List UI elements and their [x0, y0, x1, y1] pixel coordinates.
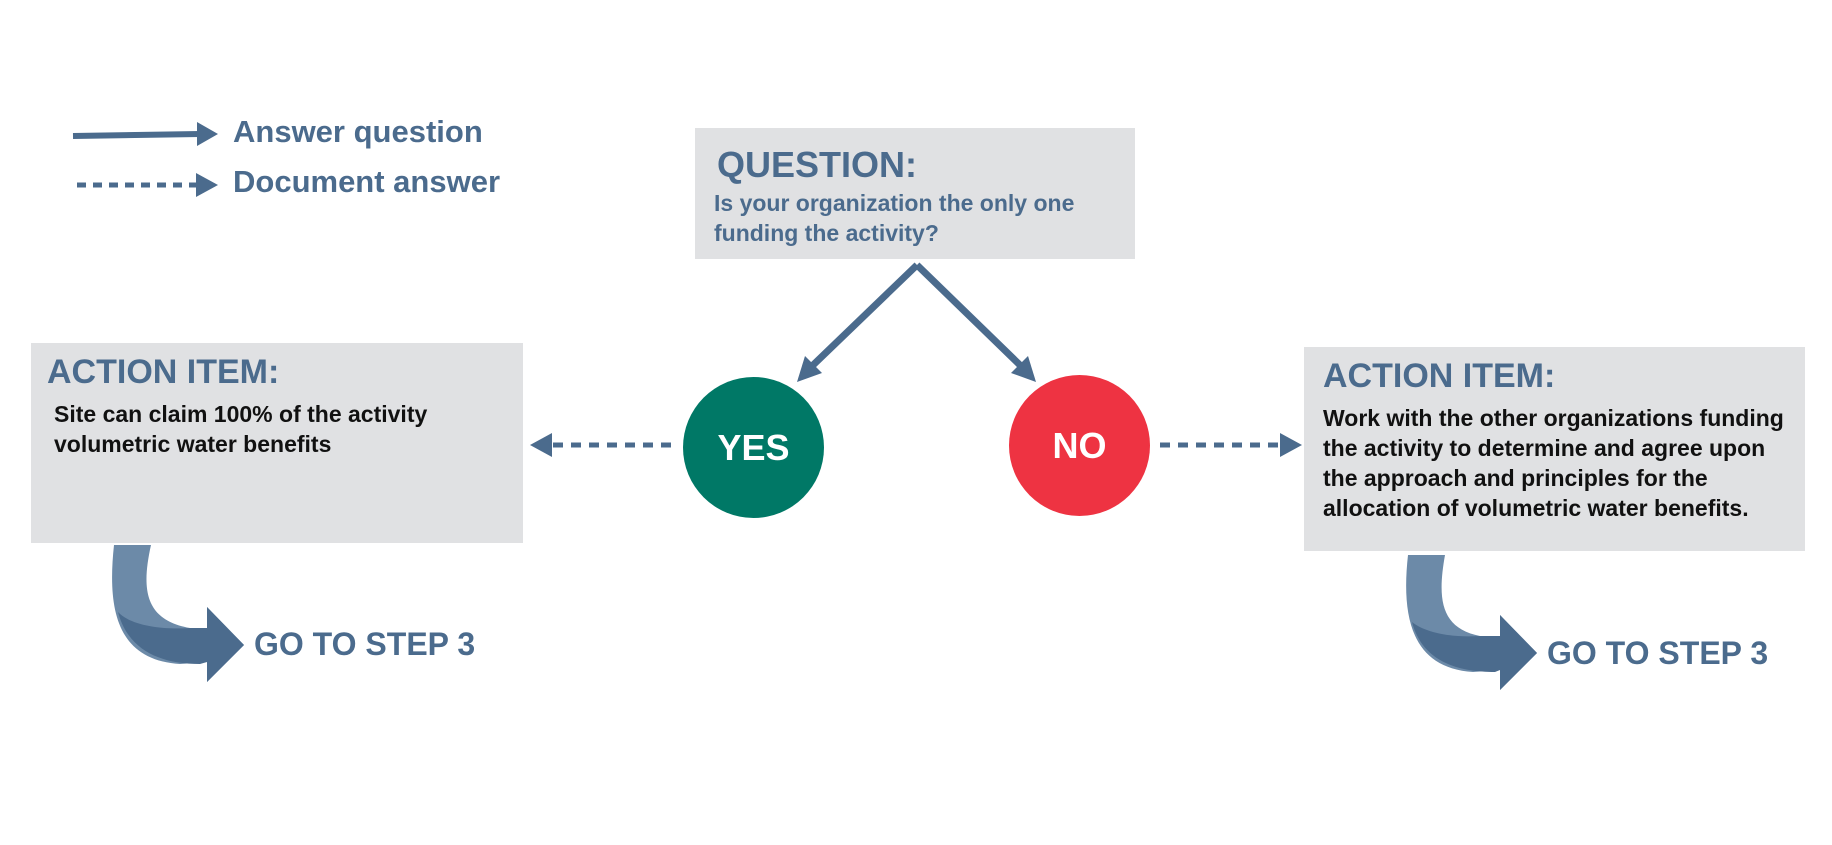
legend-document-label: Document answer	[233, 164, 501, 199]
left-action-text: Site can claim 100% of the activity volu…	[54, 401, 428, 457]
question-to-yes-arrow	[797, 262, 920, 382]
question-heading: QUESTION:	[717, 144, 918, 185]
legend-answer-label: Answer question	[233, 114, 483, 149]
legend-dashed-arrow-icon	[77, 173, 218, 197]
right-action-heading: ACTION ITEM:	[1323, 357, 1556, 395]
yes-label: YES	[717, 426, 790, 468]
left-goto-step-label: GO TO STEP 3	[254, 626, 476, 662]
question-to-no-arrow	[914, 262, 1036, 382]
left-curved-arrow-icon	[112, 545, 245, 682]
left-action-box: ACTION ITEM: Site can claim 100% of the …	[31, 343, 523, 543]
question-text: Is your organization the only one fundin…	[714, 190, 1075, 246]
no-label: NO	[1052, 424, 1107, 466]
right-goto-step-label: GO TO STEP 3	[1547, 635, 1769, 671]
yes-to-action-dashed-arrow	[530, 433, 671, 457]
legend-solid-arrow-icon	[72, 122, 218, 146]
right-action-box: ACTION ITEM: Work with the other organiz…	[1304, 347, 1805, 551]
right-curved-arrow-icon	[1406, 555, 1537, 690]
left-action-heading: ACTION ITEM:	[47, 353, 280, 391]
question-box: QUESTION: Is your organization the only …	[695, 128, 1135, 259]
no-to-action-dashed-arrow	[1160, 433, 1302, 457]
no-circle: NO	[1009, 375, 1150, 516]
yes-circle: YES	[683, 377, 824, 518]
right-action-text: Work with the other organizations fundin…	[1323, 405, 1784, 521]
